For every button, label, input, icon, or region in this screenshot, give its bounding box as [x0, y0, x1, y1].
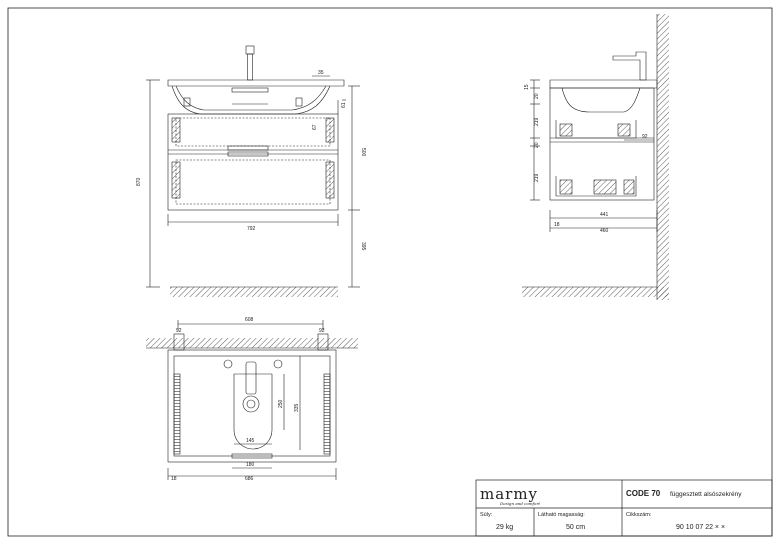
top-wall-hatch [146, 338, 358, 348]
label-dim-basin: 20 [534, 93, 540, 99]
label-dim-edge: 18 [171, 476, 177, 482]
lower-drawer-handle [227, 151, 269, 157]
visible-height-value: 50 cm [566, 524, 585, 531]
label-dim-inner: 92 [642, 134, 648, 140]
faucet-body [247, 53, 253, 81]
label-dim-back: 18 [554, 222, 560, 228]
label-dim-top: 15 [524, 84, 530, 90]
overflow-slot [231, 87, 269, 93]
label-handle: 180 [246, 462, 255, 468]
label-height-total: 870 [136, 177, 142, 186]
sheet-border [7, 7, 773, 537]
side-faucet [612, 51, 647, 81]
side-basin-bowl [561, 87, 641, 113]
upper-drawer-interior [175, 117, 331, 147]
floor-hatch [170, 287, 338, 297]
cabinet-body [167, 113, 339, 211]
label-height-cabinet: 500 [360, 148, 366, 157]
label-dim-gap: 20 [534, 142, 540, 148]
label-dim-side-a: 61 [341, 102, 347, 108]
label-width-total-top: 686 [245, 476, 254, 482]
label-dim-drawer-upper: 219 [534, 117, 540, 126]
title-block-text: marmy Design and comfort CODE 70 függesz… [480, 485, 742, 531]
label-dim-right: 92 [319, 328, 325, 334]
item-no-label: Cikkszám: [626, 512, 652, 518]
front-view-labels: 870 792 500 395 35 61 67 [136, 70, 366, 251]
side-floor-hatch [522, 287, 668, 297]
top-view-labels: 608 92 92 250 335 145 180 686 18 [171, 317, 325, 482]
visible-height-label: Látható magasság: [538, 512, 585, 518]
title-block [475, 479, 773, 537]
product-desc: függesztett alsószekrény [670, 491, 742, 498]
label-dim-top-right: 35 [318, 70, 324, 76]
product-name: CODE 70 [626, 489, 661, 498]
drain-inner [246, 399, 256, 409]
label-height-floor: 395 [360, 242, 366, 251]
label-width-total: 792 [247, 226, 256, 232]
weight-label: Súly: [480, 512, 493, 518]
front-view [146, 45, 360, 297]
faucet-handle [245, 45, 255, 55]
upper-drawer-handle [227, 145, 269, 151]
weight-value: 29 kg [496, 524, 513, 531]
wall-hatch [657, 14, 669, 300]
label-dim-left: 92 [176, 328, 182, 334]
lower-drawer-interior [175, 159, 331, 205]
label-bowl-depth-total: 335 [294, 403, 300, 412]
brand-tagline: Design and comfort [499, 501, 540, 506]
side-view [522, 14, 669, 300]
label-bowl-depth: 250 [278, 399, 284, 408]
side-view-labels: 15 20 219 20 219 92 441 460 18 [524, 84, 648, 234]
label-dim-drawer-lower: 219 [534, 173, 540, 182]
drain-outer [242, 395, 260, 413]
label-dim-depth-total: 460 [600, 228, 609, 234]
basin-top [167, 79, 345, 87]
top-faucet [245, 361, 257, 395]
item-no-value: 90 10 07 22 × × [676, 524, 725, 531]
label-bowl-width: 145 [246, 438, 255, 444]
label-width-mount: 608 [245, 317, 254, 323]
top-cabinet-outline [167, 349, 337, 463]
label-dim-depth-inner: 441 [600, 212, 609, 218]
basin-bowl-inner [175, 85, 327, 111]
top-handle [231, 453, 273, 459]
brand-logo: marmy [480, 485, 538, 503]
side-cabinet [549, 87, 655, 201]
side-basin-top [549, 79, 658, 89]
label-dim-side-b: 67 [312, 124, 318, 130]
top-bowl [233, 373, 273, 450]
side-upper-drawer [555, 120, 637, 139]
top-view [146, 320, 358, 480]
side-lower-drawer [555, 176, 637, 197]
